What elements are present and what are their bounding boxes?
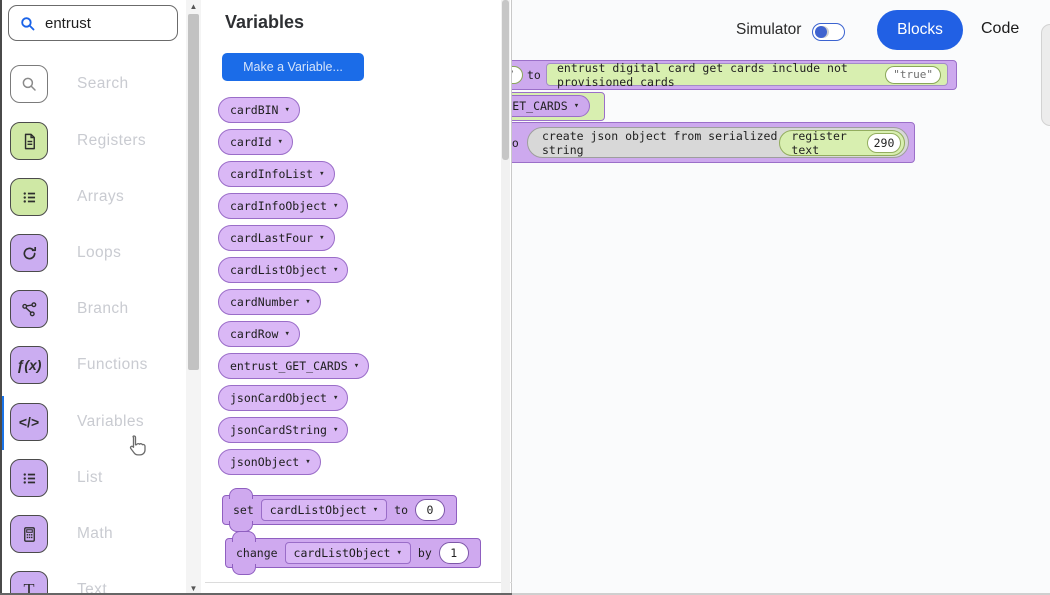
calculator-icon: [10, 515, 48, 553]
window-bottom-edge-left: [0, 593, 512, 595]
code-brackets-icon: </>: [10, 403, 48, 441]
variable-chip[interactable]: cardInfoList▾: [218, 161, 335, 187]
chevron-down-icon: ▾: [396, 547, 402, 558]
partial-panel-edge: [1041, 24, 1050, 126]
register-number-field[interactable]: 290: [867, 132, 901, 153]
number-field[interactable]: 1: [438, 542, 469, 564]
variable-chip[interactable]: cardNumber▾: [218, 289, 321, 315]
code-tab-button[interactable]: Code: [981, 20, 1020, 37]
blocks-tab-button[interactable]: Blocks: [877, 10, 963, 50]
chevron-down-icon: ▾: [372, 504, 379, 515]
create-json-object-block[interactable]: create json object from serialized strin…: [527, 127, 909, 158]
text-icon: T: [10, 571, 48, 595]
variable-chip[interactable]: cardInfoObject▾: [218, 193, 349, 219]
list-icon: [10, 459, 48, 497]
toolbox-sidebar: entrust Search Registers Arrays Loops: [0, 0, 205, 595]
loop-icon: [10, 234, 48, 272]
variable-chip[interactable]: cardRow▾: [218, 321, 300, 347]
variable-chip[interactable]: jsonCardString▾: [218, 417, 349, 443]
sidebar-item-functions[interactable]: ƒ(x) Functions: [10, 346, 148, 384]
sidebar-item-math[interactable]: Math: [10, 515, 113, 553]
variables-flyout-panel: Variables Make a Variable... cardBIN▾ ca…: [205, 0, 512, 595]
chevron-down-icon: ▾: [277, 136, 283, 147]
chevron-down-icon: ▾: [319, 168, 325, 179]
sidebar-item-arrays[interactable]: Arrays: [10, 178, 124, 216]
chevron-down-icon: ▾: [284, 104, 290, 115]
toggle-knob: [814, 25, 827, 38]
register-text-block[interactable]: register text 290: [779, 128, 905, 157]
simulator-label: Simulator: [736, 21, 802, 38]
chevron-down-icon: ▾: [332, 200, 339, 211]
variable-chip[interactable]: cardListObject▾: [218, 257, 349, 283]
number-field[interactable]: 0: [415, 499, 445, 521]
list-icon: [10, 178, 48, 216]
sidebar-item-loops[interactable]: Loops: [10, 234, 121, 272]
branch-icon: [10, 290, 48, 328]
variable-chip[interactable]: cardLastFour▾: [218, 225, 335, 251]
make-variable-button[interactable]: Make a Variable...: [222, 53, 364, 81]
chevron-down-icon: ▾: [353, 360, 360, 371]
chevron-down-icon: ▾: [319, 232, 325, 243]
expression-label: entrust digital card get cards include n…: [557, 60, 848, 89]
simulator-toggle[interactable]: [812, 23, 845, 41]
flyout-bottom-divider: [205, 582, 512, 583]
chevron-down-icon: ▾: [573, 100, 580, 111]
register-text-label: register text: [791, 128, 847, 157]
variable-chip[interactable]: cardBIN▾: [218, 97, 300, 123]
true-argument-field[interactable]: "true": [885, 65, 941, 84]
chevron-down-icon: ▾: [332, 424, 339, 435]
search-input-value: entrust: [45, 14, 91, 32]
active-category-indicator: [0, 396, 4, 450]
sidebar-item-registers[interactable]: Registers: [10, 122, 146, 160]
search-icon: [10, 65, 48, 103]
window-left-edge: [0, 0, 2, 595]
chevron-down-icon: ▾: [305, 296, 311, 307]
variable-chip[interactable]: entrust_GET_CARDS▾: [218, 353, 370, 379]
scroll-up-icon[interactable]: ▲: [189, 2, 198, 11]
chevron-down-icon: ▾: [284, 328, 290, 339]
sidebar-item-variables[interactable]: </> Variables: [10, 403, 144, 441]
sidebar-item-text[interactable]: T Text: [10, 571, 107, 595]
sidebar-item-list[interactable]: List: [10, 459, 103, 497]
entrust-get-cards-expression-block[interactable]: entrust digital card get cards include n…: [546, 60, 948, 89]
flyout-scrollbar-thumb[interactable]: [502, 0, 509, 160]
variable-dropdown[interactable]: cardListObject ▾: [284, 542, 411, 564]
variable-chip[interactable]: jsonObject▾: [218, 449, 321, 475]
flyout-title: Variables: [225, 12, 305, 32]
function-icon: ƒ(x): [10, 346, 48, 384]
change-variable-block[interactable]: change cardListObject ▾ by 1: [225, 531, 481, 575]
set-variable-block[interactable]: set cardListObject ▾ to 0: [222, 488, 457, 532]
sidebar-item-branch[interactable]: Branch: [10, 290, 129, 328]
search-icon: [21, 16, 35, 30]
sidebar-scrollbar[interactable]: ▲ ▼: [186, 0, 201, 595]
variable-chip[interactable]: cardId▾: [218, 129, 293, 155]
connector-label: to: [527, 68, 541, 82]
chevron-down-icon: ▾: [305, 456, 311, 467]
sidebar-scrollbar-thumb[interactable]: [188, 14, 199, 370]
set-variable-block-row1[interactable]: ” to entrust digital card get cards incl…: [470, 60, 957, 90]
chevron-down-icon: ▾: [332, 392, 339, 403]
scroll-down-icon[interactable]: ▼: [189, 584, 198, 593]
variable-chip[interactable]: jsonCardObject▾: [218, 385, 349, 411]
gray-block-label: create json object from serialized strin…: [542, 128, 778, 157]
window-bottom-edge-right: [512, 593, 1050, 595]
search-input[interactable]: entrust: [8, 5, 178, 41]
chevron-down-icon: ▾: [332, 264, 339, 275]
variable-dropdown[interactable]: cardListObject ▾: [260, 499, 388, 521]
flyout-scrollbar[interactable]: [501, 0, 510, 595]
document-icon: [10, 122, 48, 160]
sidebar-item-search[interactable]: Search: [10, 65, 129, 103]
